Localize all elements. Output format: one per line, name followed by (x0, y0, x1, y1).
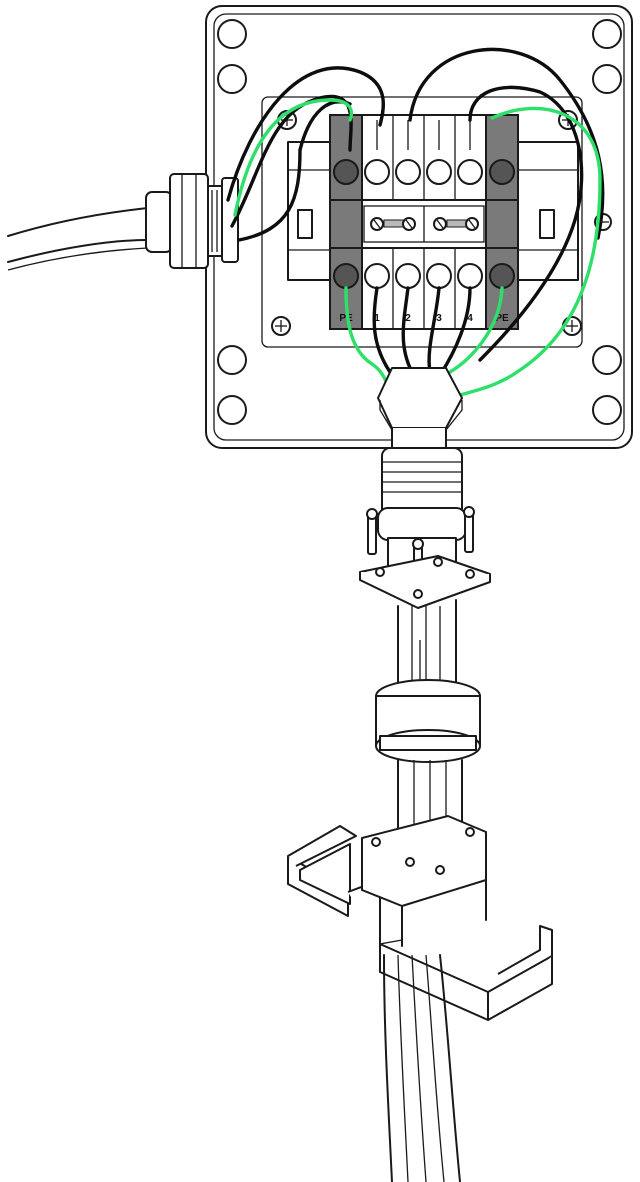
bottom-gland (377, 367, 467, 575)
terminal-label-4: 4 (467, 313, 473, 324)
screw-icon (366, 506, 475, 585)
cable-gland (7, 173, 239, 271)
mounting-flange (359, 555, 491, 609)
bridge-link-icon (370, 217, 479, 231)
mounting-hole-icon (217, 19, 622, 425)
cable-bundle (397, 599, 457, 691)
terminal-label-pe-right: PE (495, 313, 509, 324)
terminal-block: PE 1 2 3 4 PE (329, 114, 519, 330)
grommet (375, 679, 481, 763)
terminal-label-2: 2 (405, 313, 411, 324)
terminal-label-1: 1 (374, 313, 380, 324)
cable-bracket (287, 815, 553, 1021)
terminal-screw-icon (333, 159, 515, 289)
terminal-label-3: 3 (436, 313, 442, 324)
cable-exit (383, 954, 461, 1182)
